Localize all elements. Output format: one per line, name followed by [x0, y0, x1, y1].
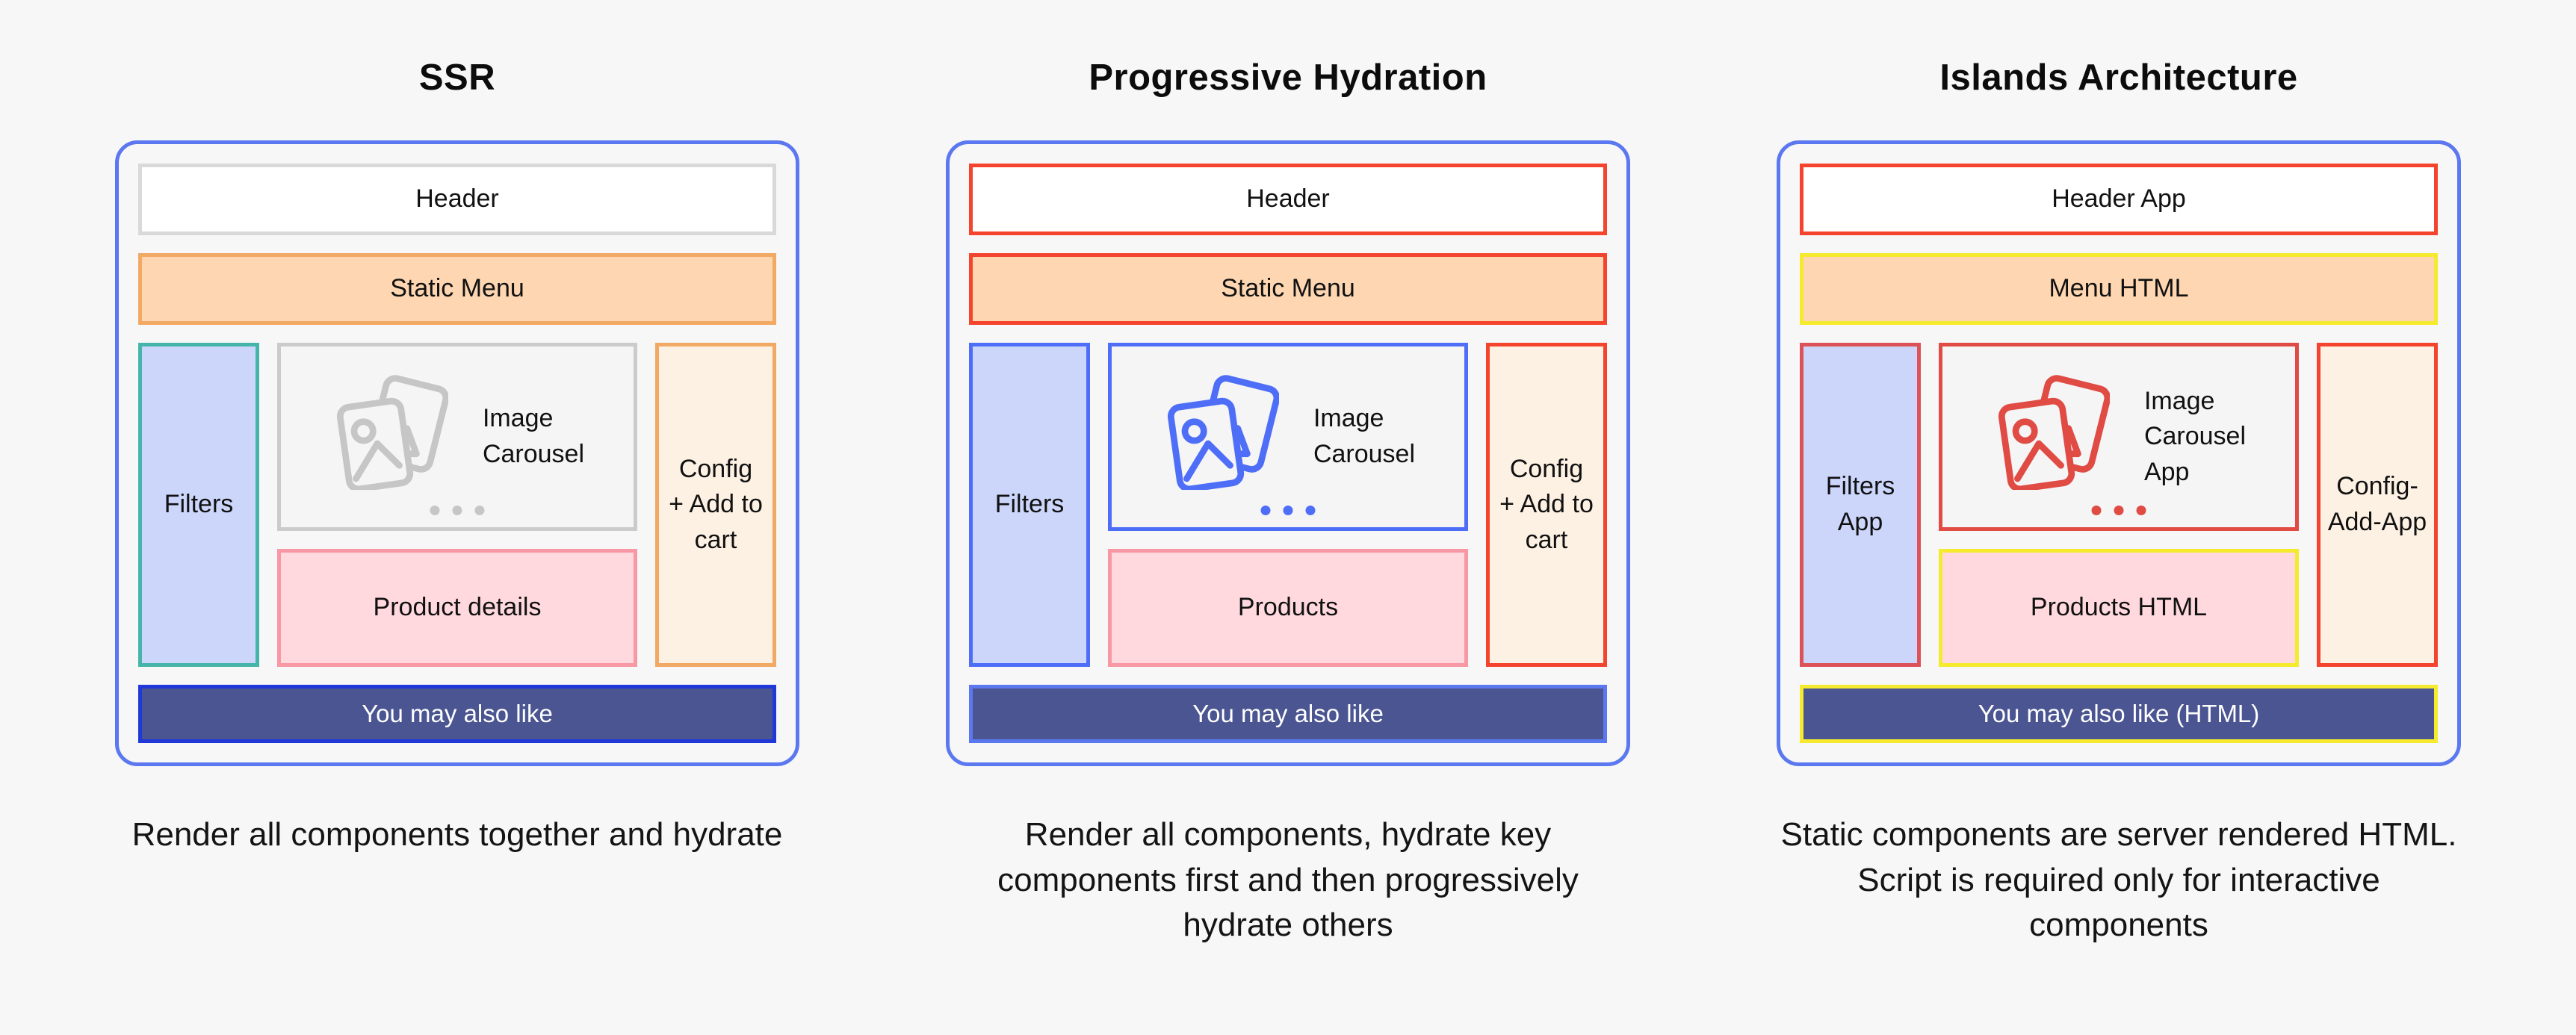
panel-title: Progressive Hydration — [1089, 58, 1487, 98]
header-box: Header App — [1800, 164, 2438, 235]
filters-label: Filters App — [1825, 472, 1895, 536]
image-carousel-box: Image Carousel — [1108, 343, 1468, 531]
filters-label: Filters — [164, 490, 234, 519]
products-box: Products — [1108, 549, 1468, 667]
config-label: Config + Add to cart — [1499, 454, 1594, 554]
main-row: Filters App — [1800, 343, 2438, 667]
panel-caption: Static components are server rendered HT… — [1780, 816, 2457, 944]
image-carousel-box: Image Carousel App — [1939, 343, 2299, 531]
recommendations-label: You may also like — [1192, 699, 1384, 727]
image-carousel-label: Image Carousel — [482, 404, 585, 468]
filters-label: Filters — [994, 490, 1065, 519]
recommendations-bar: You may also like — [138, 685, 776, 743]
panel-ssr: SSR Header Static Menu Filters — [115, 57, 799, 948]
header-label: Header App — [2052, 184, 2186, 214]
panel-title: Islands Architecture — [1939, 58, 2298, 98]
recommendations-label: You may also like (HTML) — [1978, 699, 2260, 727]
center-column: Image Carousel App Products HTML — [1939, 343, 2299, 667]
photo-stack-icon — [330, 372, 448, 490]
config-box: Config + Add to cart — [1486, 343, 1607, 667]
config-box: Config- Add-App — [2317, 343, 2438, 667]
image-carousel-label: Image Carousel — [1313, 404, 1416, 468]
recommendations-label: You may also like — [362, 699, 553, 727]
main-row: Filters — [138, 343, 776, 667]
static-menu-box: Static Menu — [969, 253, 1607, 325]
carousel-dots-icon — [430, 506, 485, 515]
architecture-comparison-diagram: SSR Header Static Menu Filters — [115, 57, 2461, 948]
products-box: Products HTML — [1939, 549, 2299, 667]
panel-caption: Render all components together and hydra… — [131, 816, 783, 853]
products-label: Products HTML — [2030, 593, 2208, 622]
products-label: Product details — [373, 593, 542, 622]
image-carousel-label: Image Carousel App — [2143, 386, 2247, 486]
main-row: Filters — [969, 343, 1607, 667]
config-label: Config- Add-App — [2327, 472, 2427, 536]
static-menu-box: Menu HTML — [1800, 253, 2438, 325]
browser-frame: Header Static Menu Filters — [946, 140, 1630, 766]
photo-stack-icon — [1161, 372, 1279, 490]
center-column: Image Carousel Products — [1108, 343, 1468, 667]
panel-islands-architecture: Islands Architecture Header App Menu HTM… — [1777, 57, 2461, 948]
browser-frame: Header App Menu HTML Filters App — [1777, 140, 2461, 766]
center-column: Image Carousel Product details — [277, 343, 637, 667]
filters-box: Filters — [138, 343, 259, 667]
static-menu-label: Static Menu — [390, 274, 524, 303]
panel-progressive-hydration: Progressive Hydration Header Static Menu… — [946, 57, 1630, 948]
header-box: Header — [138, 164, 776, 235]
products-label: Products — [1237, 593, 1339, 622]
carousel-dots-icon — [2091, 506, 2146, 515]
header-box: Header — [969, 164, 1607, 235]
filters-box: Filters — [969, 343, 1090, 667]
config-label: Config + Add to cart — [669, 454, 763, 554]
image-carousel-box: Image Carousel — [277, 343, 637, 531]
recommendations-bar: You may also like (HTML) — [1800, 685, 2438, 743]
config-box: Config + Add to cart — [655, 343, 776, 667]
panel-title: SSR — [418, 58, 496, 98]
products-box: Product details — [277, 549, 637, 667]
filters-box: Filters App — [1800, 343, 1921, 667]
static-menu-box: Static Menu — [138, 253, 776, 325]
recommendations-bar: You may also like — [969, 685, 1607, 743]
static-menu-label: Static Menu — [1221, 274, 1355, 303]
browser-frame: Header Static Menu Filters — [115, 140, 799, 766]
carousel-dots-icon — [1260, 506, 1316, 515]
header-label: Header — [415, 184, 499, 214]
panel-caption: Render all components, hydrate key compo… — [997, 816, 1579, 944]
header-label: Header — [1246, 184, 1330, 214]
static-menu-label: Menu HTML — [2049, 274, 2189, 303]
photo-stack-icon — [1992, 372, 2110, 490]
